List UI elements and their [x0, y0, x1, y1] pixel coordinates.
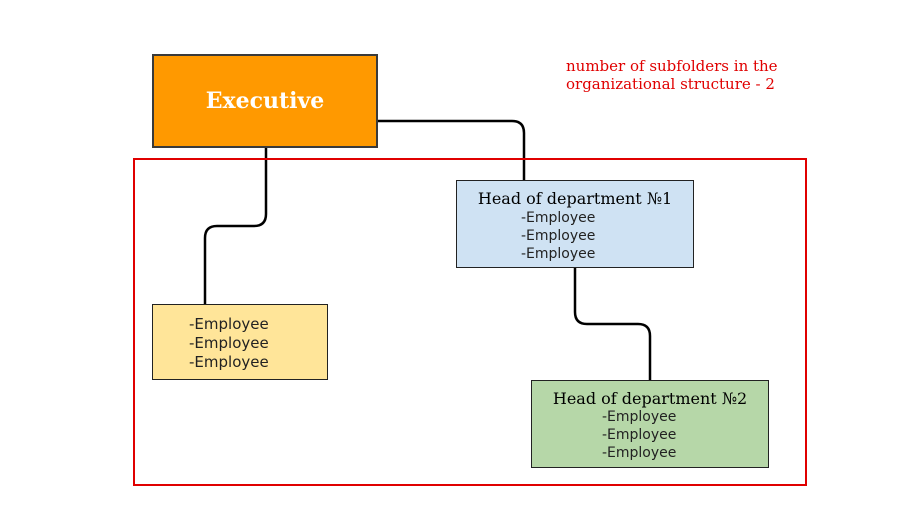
department-1-employee-list: -Employee -Employee -Employee — [521, 209, 595, 263]
connector-executive-to-staff — [203, 148, 268, 304]
subfolder-count-note: number of subfolders in the organization… — [566, 57, 866, 93]
direct-staff-node[interactable]: -Employee -Employee -Employee — [152, 304, 328, 380]
direct-staff-employee-list: -Employee -Employee -Employee — [189, 315, 269, 372]
employee-item: -Employee — [189, 315, 269, 333]
note-line-2: organizational structure - 2 — [566, 75, 775, 93]
department-2-title: Head of department №2 — [552, 389, 748, 408]
employee-item: -Employee — [521, 210, 596, 226]
note-line-1: number of subfolders in the — [566, 57, 778, 75]
department-1-title: Head of department №1 — [477, 189, 673, 208]
department-2-node[interactable]: Head of department №2 -Employee -Employe… — [531, 380, 769, 468]
employee-item: -Employee — [602, 445, 677, 461]
employee-item: -Employee — [521, 246, 596, 262]
connector-executive-to-department-1 — [378, 119, 526, 180]
department-2-employee-list: -Employee -Employee -Employee — [602, 408, 676, 462]
executive-node[interactable]: Executive — [152, 54, 378, 148]
subfolder-frame — [133, 158, 807, 486]
employee-item: -Employee — [189, 353, 269, 371]
department-1-node[interactable]: Head of department №1 -Employee -Employe… — [456, 180, 694, 268]
employee-item: -Employee — [521, 228, 596, 244]
employee-item: -Employee — [189, 334, 269, 352]
employee-item: -Employee — [602, 409, 677, 425]
executive-title: Executive — [205, 88, 325, 114]
connector-department-1-to-department-2 — [573, 268, 652, 380]
employee-item: -Employee — [602, 427, 677, 443]
